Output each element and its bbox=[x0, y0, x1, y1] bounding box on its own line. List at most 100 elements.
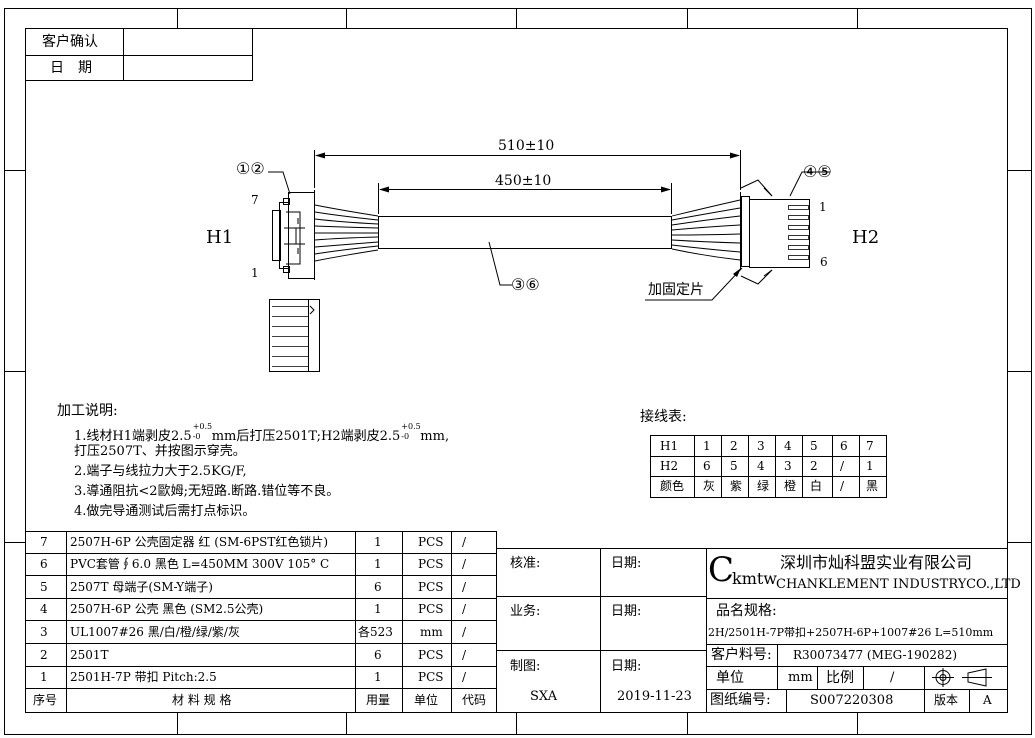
wiring-cell: 1 bbox=[703, 439, 711, 453]
bom-row-qty: 各523 bbox=[358, 625, 393, 639]
bom-header-unit: 单位 bbox=[414, 693, 439, 707]
bom-row-spec: 2501H-7P 带扣 Pitch:2.5 bbox=[70, 670, 217, 684]
review-date-label: 日期: bbox=[611, 556, 642, 571]
bom-row-no: 7 bbox=[40, 535, 48, 549]
bom-row-no: 2 bbox=[40, 648, 48, 662]
h1-label: H1 bbox=[206, 227, 234, 248]
wiring-row-label: H1 bbox=[660, 439, 679, 453]
bom-row-code: / bbox=[462, 648, 467, 662]
bom-row-spec: 2507H-6P 公壳 黑色 (SM2.5公壳) bbox=[70, 602, 264, 616]
scale-label: 比例 bbox=[826, 670, 854, 686]
scale-value: / bbox=[890, 670, 895, 685]
dim-sleeve: 450±10 bbox=[495, 173, 552, 189]
wiring-row-label: H2 bbox=[660, 459, 679, 473]
bom-row-spec: UL1007#26 黑/白/橙/绿/紫/灰 bbox=[70, 625, 240, 639]
customer-confirm-label: 客户确认 bbox=[42, 34, 98, 50]
wiring-cell: 6 bbox=[703, 459, 711, 473]
dim-overall: 510±10 bbox=[498, 138, 555, 154]
h2-pin-top: 1 bbox=[819, 200, 827, 214]
bom-header-qty: 用量 bbox=[366, 693, 391, 707]
wiring-cell: 5 bbox=[730, 459, 738, 473]
unit-label: 单位 bbox=[716, 670, 744, 686]
callout-36: ③⑥ bbox=[511, 275, 540, 294]
wiring-cell: / bbox=[840, 479, 845, 493]
wiring-heading: 接线表: bbox=[640, 409, 687, 425]
bom-row-unit: PCS bbox=[418, 670, 444, 684]
product-label: 品名规格: bbox=[716, 603, 777, 619]
sales-label: 业务: bbox=[510, 604, 541, 619]
bom-row-no: 4 bbox=[40, 602, 48, 616]
bom-row-spec: 2501T bbox=[70, 648, 109, 662]
drawn-label: 制图: bbox=[510, 659, 541, 674]
projection-symbol-icon bbox=[932, 668, 992, 687]
wiring-cell: 1 bbox=[866, 459, 874, 473]
note-line-2: 2.端子与线拉力大于2.5KG/F, bbox=[74, 464, 247, 479]
wiring-cell: 3 bbox=[757, 439, 765, 453]
bom-row-qty: 1 bbox=[374, 602, 382, 616]
company-en: CHANKLEMENT INDUSTRYCO.,LTD bbox=[776, 577, 1021, 592]
bom-row-unit: mm bbox=[420, 625, 443, 639]
note-line-1b: 打压2507T、并按图示穿壳。 bbox=[74, 444, 246, 459]
logo-text: kmtw bbox=[732, 569, 777, 588]
bom-row-qty: 6 bbox=[374, 580, 382, 594]
bom-row-unit: PCS bbox=[418, 557, 444, 571]
bom-row-code: / bbox=[462, 580, 467, 594]
drawn-date: 2019-11-23 bbox=[617, 689, 692, 704]
wiring-cell: 2 bbox=[810, 459, 818, 473]
unit-value: mm bbox=[788, 670, 813, 685]
product-spec: 2H/2501H-7P带扣+2507H-6P+1007#26 L=510mm bbox=[708, 626, 994, 639]
bom-row-no: 5 bbox=[40, 580, 48, 594]
bom-row-code: / bbox=[462, 535, 467, 549]
wiring-cell: / bbox=[840, 459, 845, 473]
fixing-piece-label: 加固定片 bbox=[648, 282, 704, 298]
bom-row-qty: 1 bbox=[374, 670, 382, 684]
customer-date-label: 日 期 bbox=[50, 60, 92, 76]
company-cn: 深圳市灿科盟实业有限公司 bbox=[780, 553, 973, 572]
callout-45: ④⑤ bbox=[803, 162, 832, 181]
wiring-cell: 灰 bbox=[703, 479, 716, 493]
bom-row-no: 6 bbox=[40, 557, 48, 571]
wiring-cell: 5 bbox=[810, 439, 818, 453]
bom-header-spec: 材 料 规 格 bbox=[172, 693, 232, 707]
bom-row-unit: PCS bbox=[418, 535, 444, 549]
part-no: R30073477 (MEG-190282) bbox=[793, 648, 958, 662]
bom-row-unit: PCS bbox=[418, 580, 444, 594]
wiring-cell: 橙 bbox=[784, 479, 797, 493]
bom-row-no: 3 bbox=[40, 625, 48, 639]
note-line-3: 3.導通阻抗<2歐姆;无短路.断路.错位等不良。 bbox=[74, 484, 340, 499]
bom-row-no: 1 bbox=[40, 670, 48, 684]
version-label: 版本 bbox=[934, 693, 959, 707]
wiring-cell: 4 bbox=[757, 459, 765, 473]
bom-row-spec: 2507T 母端子(SM-Y端子) bbox=[70, 580, 213, 594]
notes-heading: 加工说明: bbox=[57, 403, 118, 419]
bom-header-no: 序号 bbox=[33, 693, 58, 707]
wiring-cell: 4 bbox=[784, 439, 792, 453]
bom-row-unit: PCS bbox=[418, 602, 444, 616]
bom-row-qty: 1 bbox=[374, 557, 382, 571]
drawn-by: SXA bbox=[530, 689, 558, 704]
review-label: 核准: bbox=[510, 556, 541, 571]
bom-row-spec: 2507H-6P 公壳固定器 红 (SM-6PST红色锁片) bbox=[70, 535, 329, 549]
callout-12: ①② bbox=[236, 159, 265, 178]
wiring-row-label: 颜色 bbox=[660, 479, 685, 493]
sales-date-label: 日期: bbox=[611, 604, 642, 619]
bom-row-unit: PCS bbox=[418, 648, 444, 662]
h2-pin-bottom: 6 bbox=[820, 255, 828, 269]
bom-row-code: / bbox=[462, 625, 467, 639]
wiring-cell: 2 bbox=[730, 439, 738, 453]
wiring-cell: 7 bbox=[866, 439, 874, 453]
wiring-cell: 白 bbox=[810, 479, 823, 493]
bom-header-code: 代码 bbox=[462, 693, 487, 707]
wiring-cell: 紫 bbox=[730, 479, 743, 493]
bom-row-code: / bbox=[462, 557, 467, 571]
h1-pin-bottom: 1 bbox=[251, 266, 259, 280]
h1-pin-top: 7 bbox=[251, 193, 259, 207]
logo-c: C bbox=[708, 550, 735, 590]
drawing-no-label: 图纸编号: bbox=[710, 692, 771, 708]
wiring-cell: 3 bbox=[784, 459, 792, 473]
wiring-cell: 黑 bbox=[866, 479, 879, 493]
drawing-no: S007220308 bbox=[810, 693, 894, 708]
drawn-date-label: 日期: bbox=[611, 659, 642, 674]
